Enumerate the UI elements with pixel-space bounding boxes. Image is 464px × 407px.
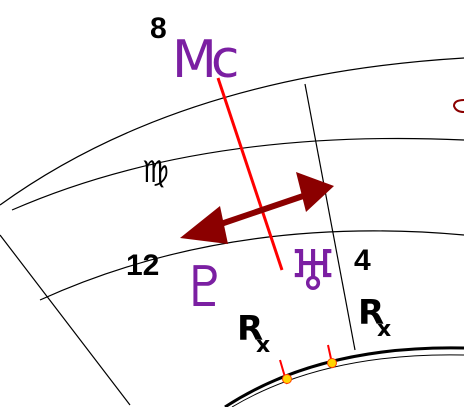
mc-house-number: 8 bbox=[150, 12, 167, 45]
uranus-icon: ♅ bbox=[288, 239, 338, 304]
virgo-sign-icon: ♍ bbox=[142, 155, 169, 190]
house-cusp-line bbox=[0, 234, 131, 406]
pluto-house-number: 12 bbox=[126, 249, 159, 282]
middle-ring-arc bbox=[11, 137, 464, 211]
inner-circle-arc-2 bbox=[231, 354, 464, 407]
aspect-double-arrow bbox=[180, 172, 334, 244]
rx-subscript: x bbox=[256, 333, 270, 358]
partial-glyph bbox=[452, 99, 464, 113]
rx-subscript: x bbox=[377, 317, 391, 342]
rx-letter: R bbox=[237, 309, 263, 349]
pluto-retrograde-mark: R x bbox=[237, 309, 270, 358]
mc-label: Mc bbox=[172, 30, 237, 90]
house-cusp-line bbox=[304, 83, 356, 351]
uranus-house-number: 4 bbox=[354, 244, 371, 277]
pluto-icon: ♇ bbox=[180, 255, 230, 320]
rx-letter: R bbox=[358, 293, 384, 333]
outer-ring-arc bbox=[0, 57, 464, 206]
retrograde-dot bbox=[282, 374, 292, 384]
mc-axis-line bbox=[216, 77, 284, 271]
uranus-retrograde-mark: R x bbox=[358, 293, 391, 342]
retrograde-dot bbox=[327, 358, 337, 368]
inner-ring-arc bbox=[39, 230, 464, 301]
